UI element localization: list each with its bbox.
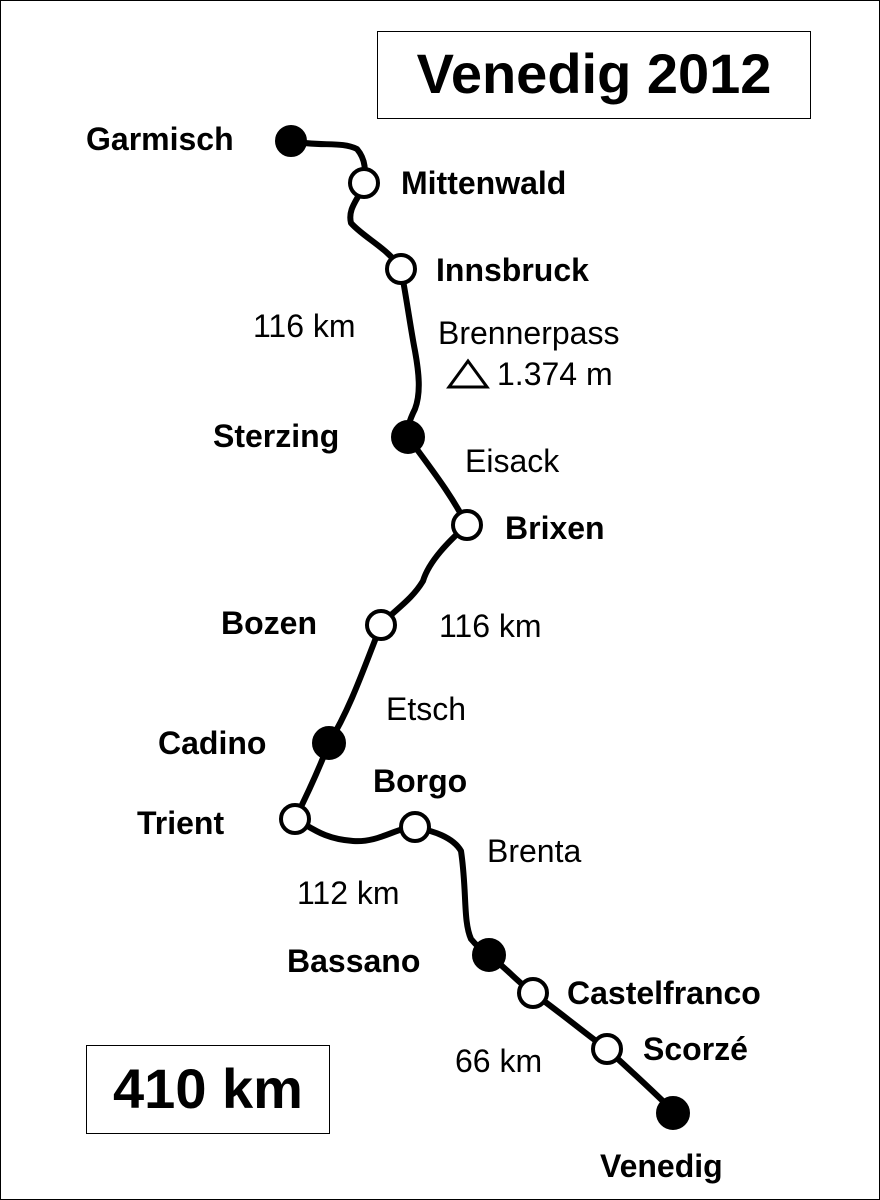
stage-distance-4: 66 km xyxy=(455,1043,543,1079)
stop-mittenwald-marker xyxy=(348,167,380,199)
stage-distance-3: 112 km xyxy=(297,875,400,911)
label-cadino: Cadino xyxy=(158,725,267,761)
stop-scorze-marker xyxy=(591,1033,623,1065)
river-eisack: Eisack xyxy=(465,443,560,479)
map-title: Venedig 2012 xyxy=(377,31,811,119)
stop-borgo-marker xyxy=(399,811,431,843)
river-brenta: Brenta xyxy=(487,833,582,869)
stop-brixen-marker xyxy=(451,509,483,541)
stop-bassano-marker xyxy=(472,938,506,972)
pass-name: Brennerpass xyxy=(438,315,620,351)
stop-garmisch-marker xyxy=(275,125,307,157)
label-trient: Trient xyxy=(137,805,225,841)
river-etsch: Etsch xyxy=(386,691,467,727)
stop-cadino-marker xyxy=(312,726,346,760)
label-borgo: Borgo xyxy=(373,763,468,799)
total-distance: 410 km xyxy=(86,1045,330,1134)
label-garmisch: Garmisch xyxy=(86,121,234,157)
pass-elevation: 1.374 m xyxy=(497,356,613,392)
label-scorze: Scorzé xyxy=(643,1031,748,1067)
mountain-triangle-icon xyxy=(446,358,490,389)
label-bozen: Bozen xyxy=(221,605,317,641)
label-venedig: Venedig xyxy=(600,1148,723,1184)
stage-distance-1: 116 km xyxy=(253,308,356,344)
stop-bozen-marker xyxy=(365,609,397,641)
stage-distance-2: 116 km xyxy=(439,608,542,644)
stop-trient-marker xyxy=(279,803,311,835)
stop-sterzing-marker xyxy=(391,420,425,454)
stop-castelfranco-marker xyxy=(517,977,549,1009)
label-castelfranco: Castelfranco xyxy=(567,975,761,1011)
stop-innsbruck-marker xyxy=(385,253,417,285)
label-innsbruck: Innsbruck xyxy=(436,252,589,288)
label-bassano: Bassano xyxy=(287,943,421,979)
label-brixen: Brixen xyxy=(505,510,605,546)
label-sterzing: Sterzing xyxy=(213,418,340,454)
label-mittenwald: Mittenwald xyxy=(401,165,567,201)
stop-venedig-marker xyxy=(656,1096,690,1130)
